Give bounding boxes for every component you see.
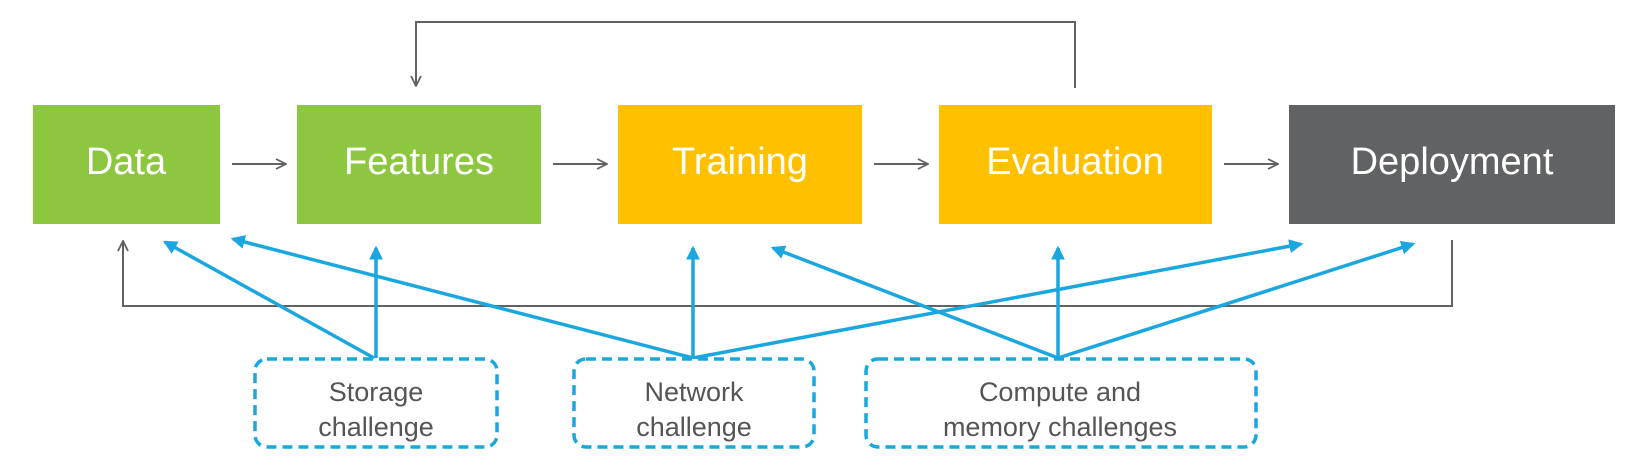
- stage-training-box: [618, 105, 862, 224]
- challenge-storage-label-line2: challenge: [318, 412, 434, 442]
- stage-training: Training: [618, 105, 862, 224]
- feedback-loop-deployment-data: [123, 240, 1453, 307]
- stage-features: Features: [297, 105, 541, 224]
- challenge-network-label-line1: Network: [644, 377, 744, 407]
- feedback-loops: [123, 21, 1453, 307]
- stage-deployment: Deployment: [1289, 105, 1615, 224]
- compute-arrow-to-training: [770, 245, 1059, 360]
- stage-data-label: Data: [86, 141, 167, 183]
- stage-deployment-box: [1289, 105, 1615, 224]
- challenge-network: Network challenge: [572, 357, 816, 449]
- stage-features-box: [297, 105, 541, 224]
- stage-data-box: [33, 105, 220, 224]
- challenge-storage-box: [253, 357, 499, 449]
- network-arrow-to-data: [230, 235, 694, 360]
- stage-evaluation-label: Evaluation: [986, 141, 1163, 183]
- challenge-compute-label-line2: memory challenges: [943, 412, 1177, 442]
- storage-arrow-to-data: [162, 240, 375, 360]
- challenge-compute: Compute and memory challenges: [864, 357, 1258, 449]
- stage-evaluation-box: [939, 105, 1212, 224]
- challenge-compute-label-line1: Compute and: [979, 377, 1141, 407]
- stage-evaluation: Evaluation: [939, 105, 1212, 224]
- stage-deployment-label: Deployment: [1351, 141, 1554, 183]
- stage-features-label: Features: [344, 141, 494, 183]
- challenge-arrows: [162, 235, 1416, 360]
- challenge-storage: Storage challenge: [253, 357, 499, 449]
- challenge-network-label-line2: challenge: [636, 412, 752, 442]
- challenge-network-box: [572, 357, 816, 449]
- compute-arrow-to-deployment: [1057, 240, 1416, 360]
- challenge-compute-box: [864, 357, 1258, 449]
- stage-training-label: Training: [672, 141, 808, 183]
- feedback-loop-evaluation-features: [416, 21, 1076, 88]
- stage-data: Data: [33, 105, 220, 224]
- challenge-storage-label-line1: Storage: [329, 377, 424, 407]
- network-arrow-to-deployment: [692, 239, 1304, 360]
